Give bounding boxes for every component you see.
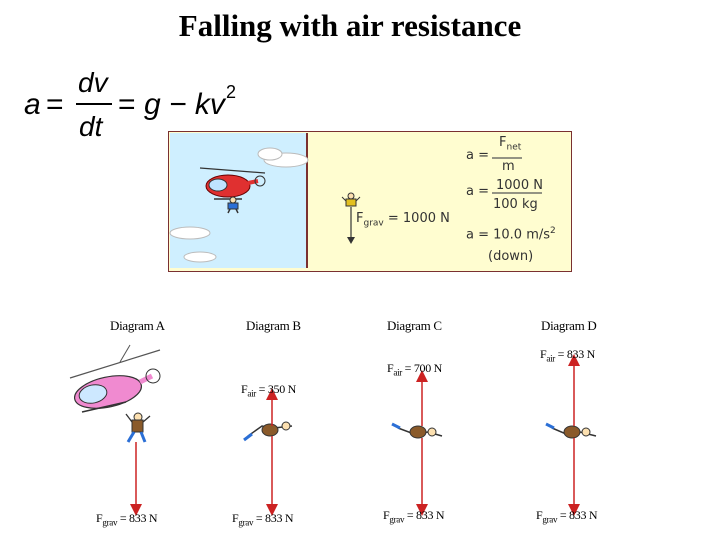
cloud-icon bbox=[257, 147, 283, 161]
panel-a-equals-2: a = bbox=[466, 184, 489, 199]
diagram-b-label: Diagram B bbox=[246, 318, 301, 333]
skydiver-icon bbox=[243, 421, 293, 442]
helicopter-icon bbox=[199, 167, 266, 200]
fair-label-b: Fair = 350 N bbox=[241, 382, 297, 399]
free-body-diagrams bbox=[69, 344, 597, 516]
page-title: Falling with air resistance bbox=[178, 8, 522, 43]
diagram-c-label: Diagram C bbox=[387, 318, 442, 333]
eq-rhs: g − kv bbox=[144, 88, 227, 121]
panel-direction: (down) bbox=[488, 249, 534, 264]
gravity-arrowhead bbox=[347, 237, 355, 244]
panel-denominator: 100 kg bbox=[493, 197, 538, 212]
eq-exponent: 2 bbox=[226, 82, 236, 102]
fgrav-label-a: Fgrav = 833 N bbox=[96, 511, 158, 528]
panel-fnet: Fnet bbox=[499, 135, 522, 153]
drag-equation: a = dv dt = g − kv 2 bbox=[24, 67, 236, 142]
panel-numerator: 1000 N bbox=[496, 178, 543, 193]
panel-a-equals: a = bbox=[466, 148, 489, 163]
panel-fgrav: Fgrav = 1000 N bbox=[356, 211, 450, 229]
skydiver-icon bbox=[227, 196, 239, 214]
panel-result: a = 10.0 m/s2 bbox=[466, 226, 556, 243]
animation-art bbox=[169, 147, 542, 263]
fgrav-label-d: Fgrav = 833 N bbox=[536, 508, 598, 525]
eq-a: a bbox=[24, 88, 41, 121]
fgrav-label-b: Fgrav = 833 N bbox=[232, 511, 294, 528]
panel-m: m bbox=[502, 159, 515, 174]
fgrav-label-c: Fgrav = 833 N bbox=[383, 508, 445, 525]
cloud-icon bbox=[169, 226, 211, 240]
skydiver-icon bbox=[341, 192, 361, 207]
eq-equals-2: = bbox=[118, 88, 136, 121]
fair-label-c: Fair = 700 N bbox=[387, 361, 443, 378]
diagram-a-label: Diagram A bbox=[110, 318, 165, 333]
eq-equals-1: = bbox=[46, 88, 64, 121]
skydiver-icon bbox=[391, 422, 443, 439]
helicopter-icon bbox=[69, 344, 161, 413]
fair-label-d: Fair = 833 N bbox=[540, 347, 596, 364]
eq-dv: dv bbox=[78, 67, 110, 98]
eq-dt: dt bbox=[79, 111, 104, 142]
skydiver-icon bbox=[545, 422, 597, 439]
diagram-d-label: Diagram D bbox=[541, 318, 597, 333]
skydiver-icon bbox=[125, 412, 151, 443]
cloud-icon bbox=[183, 251, 217, 263]
